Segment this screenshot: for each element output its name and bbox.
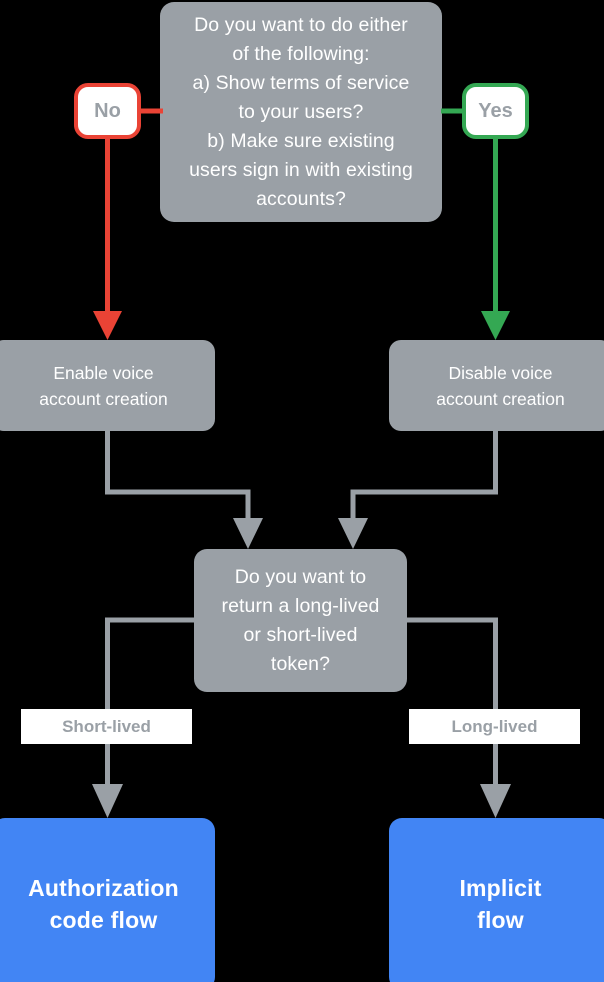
action-disable-text: Disable voice account creation: [436, 362, 565, 409]
arrowhead-disable-to-decision2: [338, 518, 368, 549]
edge-decision2-to-implicit: [405, 617, 498, 788]
arrowhead-decision2-to-implicit: [480, 784, 511, 818]
outcome-node-implicit-flow: Implicit flow: [389, 818, 604, 982]
edge-label-short-lived-text: Short-lived: [62, 716, 151, 736]
decision-node-token-lifetime: Do you want to return a long-lived or sh…: [194, 549, 407, 692]
arrowhead-decision2-to-auth: [92, 784, 123, 818]
decision-2-text: Do you want to return a long-lived or sh…: [221, 565, 380, 675]
badge-yes: Yes: [462, 83, 529, 139]
outcome-implicit-text: Implicit flow: [459, 875, 542, 933]
action-node-disable-voice-account-creation: Disable voice account creation: [389, 340, 604, 431]
outcome-node-authorization-code-flow: Authorization code flow: [0, 818, 215, 982]
badge-no: No: [74, 83, 141, 139]
arrowhead-yes-to-disable: [481, 311, 510, 340]
badge-yes-label: Yes: [478, 99, 513, 122]
action-node-enable-voice-account-creation: Enable voice account creation: [0, 340, 215, 431]
edge-label-long-lived-text: Long-lived: [451, 716, 538, 736]
arrowhead-no-to-enable: [93, 311, 122, 340]
decision-1-text: Do you want to do either of the followin…: [189, 13, 413, 210]
arrowhead-enable-to-decision2: [233, 518, 263, 549]
edge-enable-to-decision2: [105, 431, 251, 522]
action-enable-text: Enable voice account creation: [39, 362, 168, 409]
edge-label-short-lived: Short-lived: [21, 709, 192, 744]
outcome-auth-text: Authorization code flow: [28, 875, 179, 933]
badge-no-label: No: [94, 99, 121, 122]
edge-label-long-lived: Long-lived: [409, 709, 580, 744]
decision-node-terms-or-existing-users: Do you want to do either of the followin…: [160, 2, 442, 222]
edge-decision2-to-auth: [105, 617, 196, 788]
edge-disable-to-decision2: [350, 431, 498, 522]
